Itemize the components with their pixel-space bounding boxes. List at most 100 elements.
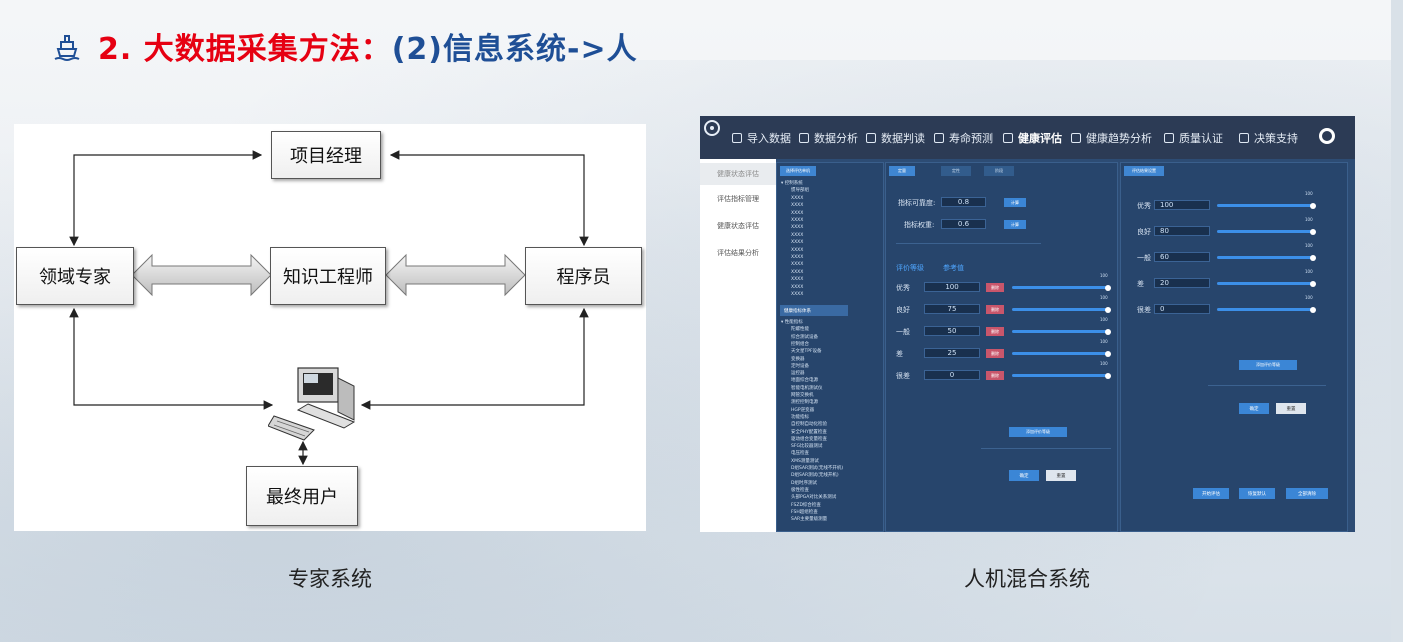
tree-item[interactable]: 定时设备 <box>791 363 809 369</box>
tree-item[interactable]: 驱动组合变量检查 <box>791 436 827 442</box>
tree-item[interactable]: D组SAR测试(无线不开机) <box>791 466 844 471</box>
tree-item[interactable]: XMS测量测试 <box>791 458 819 464</box>
tree-item[interactable]: 自控制自动化检验 <box>791 422 827 428</box>
tab-stage[interactable]: 阶段 <box>984 166 1014 176</box>
sidebar-item-health-state-eval[interactable]: 健康状态评估 <box>700 163 776 185</box>
sidebar-item-result-analysis[interactable]: 评估结果分析 <box>717 249 759 257</box>
grade-value-input[interactable]: 100 <box>1154 200 1210 210</box>
tree-item[interactable]: 控制组合 <box>791 341 809 347</box>
clear-all-button[interactable]: 全部清除 <box>1286 488 1328 499</box>
slider-handle[interactable] <box>1310 280 1316 287</box>
tree-item[interactable]: XXXX <box>791 262 804 268</box>
tree-item[interactable]: D组时序测试 <box>791 480 817 486</box>
tab-quantitative[interactable]: 定量 <box>889 166 915 176</box>
tree-item[interactable]: XXXX <box>791 284 804 290</box>
confirm-button-right[interactable]: 确定 <box>1239 403 1269 414</box>
nav-data-analysis[interactable]: 数据分析 <box>799 129 858 147</box>
tree-item[interactable]: 功能指标 <box>791 414 809 420</box>
slider-handle[interactable] <box>1105 306 1111 313</box>
add-grade-button[interactable]: 添加评价等级 <box>1009 427 1067 437</box>
index-weight-input[interactable]: 0.6 <box>941 219 986 229</box>
grade-slider[interactable] <box>1217 204 1313 207</box>
grade-value-input[interactable]: 20 <box>1154 278 1210 288</box>
tree-item[interactable]: 电压检查 <box>791 451 809 457</box>
sidebar-item-index-management[interactable]: 评估指标管理 <box>717 195 759 203</box>
delete-grade-button[interactable]: 删除 <box>986 283 1004 292</box>
calc-reliability-button[interactable]: 计算 <box>1004 198 1026 207</box>
tree-item[interactable]: 头部PGA对比关系测试 <box>791 495 837 501</box>
tree-item[interactable]: XXXX <box>791 247 804 253</box>
grade-value-input[interactable]: 25 <box>924 348 980 358</box>
grade-value-input[interactable]: 75 <box>924 304 980 314</box>
nav-health-eval[interactable]: 健康评估 <box>1003 129 1062 147</box>
calc-weight-button[interactable]: 计算 <box>1004 220 1026 229</box>
tree-item[interactable]: XXXX <box>791 232 804 238</box>
tree-item[interactable]: XXXX <box>791 195 804 201</box>
grade-value-input[interactable]: 100 <box>924 282 980 292</box>
nav-health-trend[interactable]: 健康趋势分析 <box>1071 129 1152 147</box>
reset-button-right[interactable]: 重置 <box>1276 403 1306 414</box>
tab-select-unit[interactable]: 选择评估单机 <box>780 166 816 176</box>
tree-item[interactable]: XXXX <box>791 240 804 246</box>
tree-item[interactable]: ▾ 性能指标 <box>781 320 803 325</box>
settings-icon[interactable] <box>1319 128 1335 144</box>
tree-item[interactable]: FSH超组检查 <box>791 509 818 515</box>
tree-item[interactable]: HGP逆变器 <box>791 407 815 413</box>
add-grade-button-right[interactable]: 添加评价等级 <box>1239 360 1297 370</box>
tree-item[interactable]: 安全PHY配置检查 <box>791 429 827 435</box>
grade-value-input[interactable]: 50 <box>924 326 980 336</box>
nav-quality-cert[interactable]: 质量认证 <box>1164 129 1223 147</box>
slider-handle[interactable] <box>1105 328 1111 335</box>
tree-item[interactable]: 极性检查 <box>791 487 809 493</box>
confirm-button[interactable]: 确定 <box>1009 470 1039 481</box>
tree-item[interactable]: XXXX <box>791 255 804 260</box>
index-reliability-input[interactable]: 0.8 <box>941 197 986 207</box>
delete-grade-button[interactable]: 删除 <box>986 305 1004 314</box>
grade-slider[interactable] <box>1217 230 1313 233</box>
slider-handle[interactable] <box>1310 228 1316 235</box>
tree-item[interactable]: 陀螺性能 <box>791 327 809 333</box>
tree-item[interactable]: XXXX <box>791 218 804 223</box>
tree-item[interactable]: 测控控制电源 <box>791 400 818 406</box>
slider-handle[interactable] <box>1105 372 1111 379</box>
reset-button[interactable]: 重置 <box>1046 470 1076 481</box>
tree-item[interactable]: 天文星TPF设备 <box>791 349 822 355</box>
nav-import-data[interactable]: 导入数据 <box>732 129 791 147</box>
restore-default-button[interactable]: 恢复默认 <box>1239 488 1275 499</box>
tree-item[interactable]: XXXX <box>791 210 804 216</box>
tree-item[interactable]: SAR主要量级测量 <box>791 517 828 523</box>
grade-slider[interactable] <box>1012 308 1108 311</box>
sub-tab-index-system[interactable]: 健康指标体系 <box>780 305 848 316</box>
delete-grade-button[interactable]: 删除 <box>986 327 1004 336</box>
tree-item[interactable]: 综合测试设备 <box>791 334 818 340</box>
slider-handle[interactable] <box>1105 284 1111 291</box>
slider-handle[interactable] <box>1310 254 1316 261</box>
delete-grade-button[interactable]: 删除 <box>986 371 1004 380</box>
tree-item[interactable]: D组SAR测试(无线开机) <box>791 473 839 479</box>
sidebar-item-health-state-eval-2[interactable]: 健康状态评估 <box>717 222 759 230</box>
delete-grade-button[interactable]: 删除 <box>986 349 1004 358</box>
tree-item[interactable]: XXXX <box>791 225 804 231</box>
slider-handle[interactable] <box>1105 350 1111 357</box>
tab-eval-result-setting[interactable]: 评估结果设置 <box>1124 166 1164 176</box>
grade-slider[interactable] <box>1012 374 1108 377</box>
nav-data-interpret[interactable]: 数据判读 <box>866 129 925 147</box>
grade-slider[interactable] <box>1012 286 1108 289</box>
tree-item[interactable]: XXXX <box>791 277 804 283</box>
grade-value-input[interactable]: 0 <box>1154 304 1210 314</box>
tree-item[interactable]: ▾ 控制系统 <box>781 181 803 186</box>
slider-handle[interactable] <box>1310 202 1316 209</box>
tree-item[interactable]: 惯导部组 <box>791 188 809 194</box>
grade-value-input[interactable]: 0 <box>924 370 980 380</box>
tree-item[interactable]: XXXX <box>791 269 804 275</box>
start-eval-button[interactable]: 开始评估 <box>1193 488 1229 499</box>
grade-value-input[interactable]: 60 <box>1154 252 1210 262</box>
grade-slider[interactable] <box>1012 352 1108 355</box>
grade-slider[interactable] <box>1217 282 1313 285</box>
tree-item[interactable]: XXXX <box>791 292 804 297</box>
tree-item[interactable]: FSZD综合检查 <box>791 502 821 508</box>
grade-slider[interactable] <box>1217 256 1313 259</box>
nav-life-prediction[interactable]: 寿命预测 <box>934 129 993 147</box>
slider-handle[interactable] <box>1310 306 1316 313</box>
tree-item[interactable]: 智能电机测试仪 <box>791 385 823 391</box>
